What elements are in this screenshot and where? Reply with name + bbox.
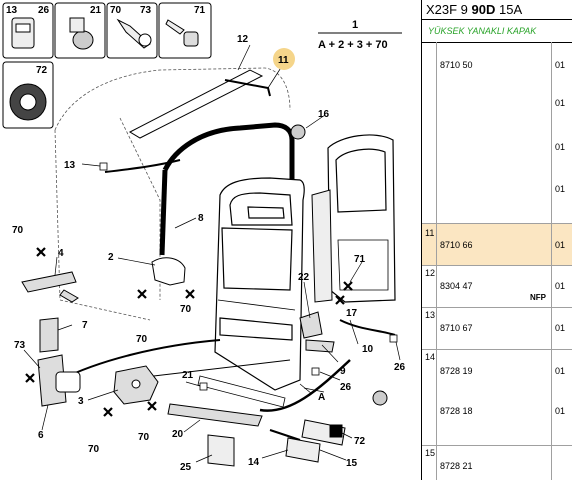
label-16: 16	[318, 109, 330, 120]
table-row[interactable]: 14 8728 19 01 8728 18 01	[422, 350, 572, 446]
label-21-box: 21	[90, 5, 102, 16]
left-hardware	[21, 124, 388, 467]
label-4: 4	[58, 248, 64, 259]
label-70-low: 70	[136, 334, 148, 345]
panel-subtitle: YÜKSEK YANAKLI KAPAK	[422, 19, 572, 43]
label-22: 22	[298, 272, 310, 283]
lower-parts	[59, 319, 396, 441]
label-2: 2	[108, 252, 114, 263]
small-parts-icons	[9, 17, 199, 121]
label-72-box: 72	[36, 65, 48, 76]
label-70-mid: 70	[180, 304, 192, 315]
screw-x-markers	[25, 247, 353, 417]
label-71-box: 71	[194, 5, 206, 16]
exploded-parts-diagram: 13 26 21 70 73 71 72 1 A + 2 + 3 + 70	[2, 2, 406, 473]
label-8: 8	[198, 213, 204, 224]
nfp-badge: NFP	[530, 293, 546, 302]
table-row[interactable]: 12 8304 47 01 NFP	[422, 266, 572, 308]
label-1: 1	[352, 19, 358, 31]
table-row-selected[interactable]: 11 8710 66 01	[422, 224, 572, 266]
panel-header: X23F 9 90D 15A	[426, 2, 523, 17]
highlight-part-11	[273, 48, 295, 70]
label-21: 21	[182, 370, 194, 381]
table-row[interactable]: 13 8710 67 01	[422, 308, 572, 350]
label-70-bottom2: 70	[138, 432, 150, 443]
label-14: 14	[248, 457, 260, 468]
label-A: A	[318, 392, 325, 403]
small-parts-boxes	[2, 2, 212, 129]
label-7: 7	[82, 320, 88, 331]
label-26-low: 26	[340, 382, 352, 393]
label-71: 71	[354, 254, 366, 265]
label-9: 9	[340, 366, 346, 377]
label-10: 10	[362, 344, 374, 355]
label-70-bottom: 70	[88, 444, 100, 455]
assembly-formula: A + 2 + 3 + 70	[318, 39, 388, 51]
clip-markers	[99, 162, 398, 391]
label-17: 17	[346, 308, 358, 319]
label-26-right: 26	[394, 362, 406, 373]
label-70-box: 70	[110, 5, 122, 16]
label-11: 11	[278, 55, 289, 66]
door-pillar-strip	[311, 189, 333, 303]
leader-lines	[23, 44, 401, 463]
label-15: 15	[346, 458, 358, 469]
parts-list-panel: X23F 9 90D 15A YÜKSEK YANAKLI KAPAK 8710…	[421, 0, 572, 480]
label-20: 20	[172, 429, 184, 440]
label-26-box: 26	[38, 5, 50, 16]
label-73-box: 73	[140, 5, 152, 16]
label-72: 72	[354, 436, 366, 447]
label-13: 13	[64, 160, 76, 171]
right-rear-door	[327, 134, 396, 303]
label-25: 25	[180, 462, 192, 473]
table-row[interactable]: 8710 50 01 01 01 01	[422, 42, 572, 224]
label-3: 3	[78, 396, 84, 407]
label-13-box: 13	[6, 5, 18, 16]
table-row[interactable]: 15 8728 21	[422, 446, 572, 480]
left-rear-door	[214, 177, 305, 391]
label-70-left: 70	[12, 225, 24, 236]
label-12: 12	[237, 34, 249, 45]
label-6: 6	[38, 430, 44, 441]
label-73: 73	[14, 340, 26, 351]
